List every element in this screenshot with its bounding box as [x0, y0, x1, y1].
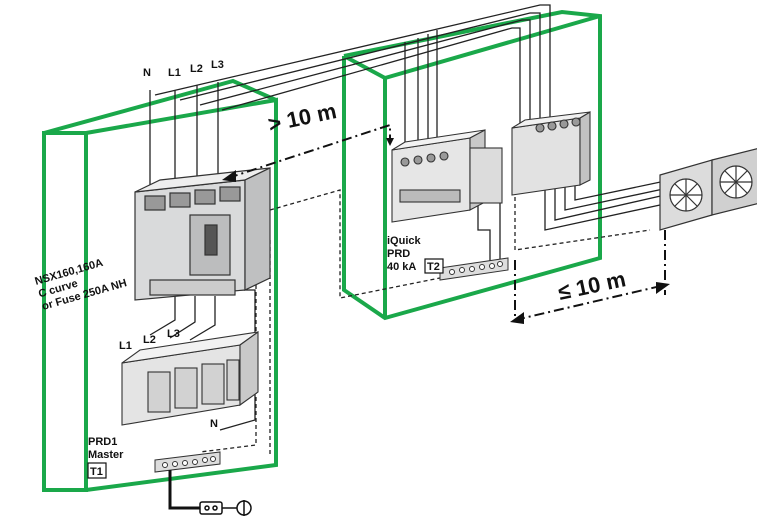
- terminal-l1: L1: [168, 67, 181, 79]
- breaker-label: NSX160,160A C curve or Fuse 250A NH: [34, 257, 129, 313]
- terminal-l2: L2: [190, 63, 203, 75]
- terminal-n: N: [143, 67, 151, 79]
- arrowhead-bottom-left: [510, 312, 524, 324]
- t2-badge-box: [424, 258, 444, 274]
- fan-load-icon: [659, 148, 757, 231]
- main-breaker: [134, 167, 271, 301]
- t1-badge: T1: [90, 466, 103, 478]
- spd-terminal-l1: L1: [119, 340, 132, 352]
- arrowhead-bottom-right: [656, 282, 670, 294]
- downstream-breaker: [511, 111, 591, 196]
- ground-conductor: [168, 470, 200, 510]
- prd1-spd: [121, 330, 259, 426]
- iquick-prd: [391, 129, 503, 223]
- earth-bar-right: [439, 257, 509, 281]
- t2-badge: T2: [427, 261, 440, 273]
- distance-arrow-top: [227, 123, 391, 179]
- earth-ground-icon: [199, 500, 252, 516]
- spd-terminal-l3: L3: [167, 328, 180, 340]
- spd-terminal-n: N: [210, 418, 218, 430]
- prd1-name: PRD1: [88, 436, 117, 448]
- terminal-l3: L3: [211, 59, 224, 71]
- left-enclosure: [42, 78, 278, 492]
- arrowhead-right: [386, 138, 394, 146]
- power-wiring: [149, 4, 671, 431]
- iquick-rating: 40 kA: [387, 261, 416, 273]
- iquick-sub: PRD: [387, 248, 410, 260]
- arrowhead-left: [222, 170, 236, 182]
- t1-badge-box: [87, 462, 107, 479]
- distance-to-load-label: ≤ 10 m: [556, 266, 628, 305]
- spd-terminal-l2: L2: [143, 334, 156, 346]
- iquick-name: iQuick: [387, 235, 422, 247]
- earth-bar-left: [154, 451, 221, 473]
- prd1-role: Master: [88, 449, 124, 461]
